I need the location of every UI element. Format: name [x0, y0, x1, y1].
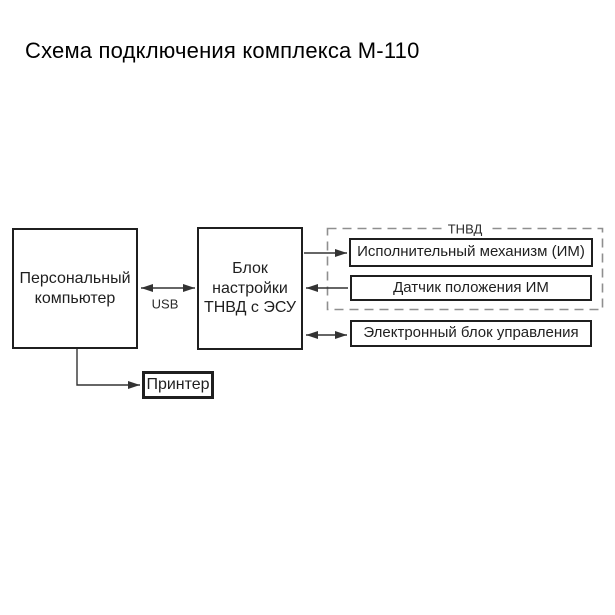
- node-personal-computer: Персональный компьютер: [12, 228, 138, 349]
- tnvd-group-label: ТНВД: [441, 221, 489, 237]
- node-printer: Принтер: [142, 371, 214, 399]
- usb-connection-label: USB: [151, 296, 179, 312]
- node-actuator-mechanism: Исполнительный механизм (ИМ): [349, 238, 593, 267]
- page-title: Схема подключения комплекса М-110: [25, 38, 420, 63]
- node-position-sensor: Датчик положения ИМ: [350, 275, 592, 301]
- pc-to-printer-connection: [76, 349, 140, 389]
- node-electronic-control-unit: Электронный блок управления: [350, 320, 592, 347]
- node-setup-unit: Блок настройки ТНВД с ЭСУ: [197, 227, 303, 350]
